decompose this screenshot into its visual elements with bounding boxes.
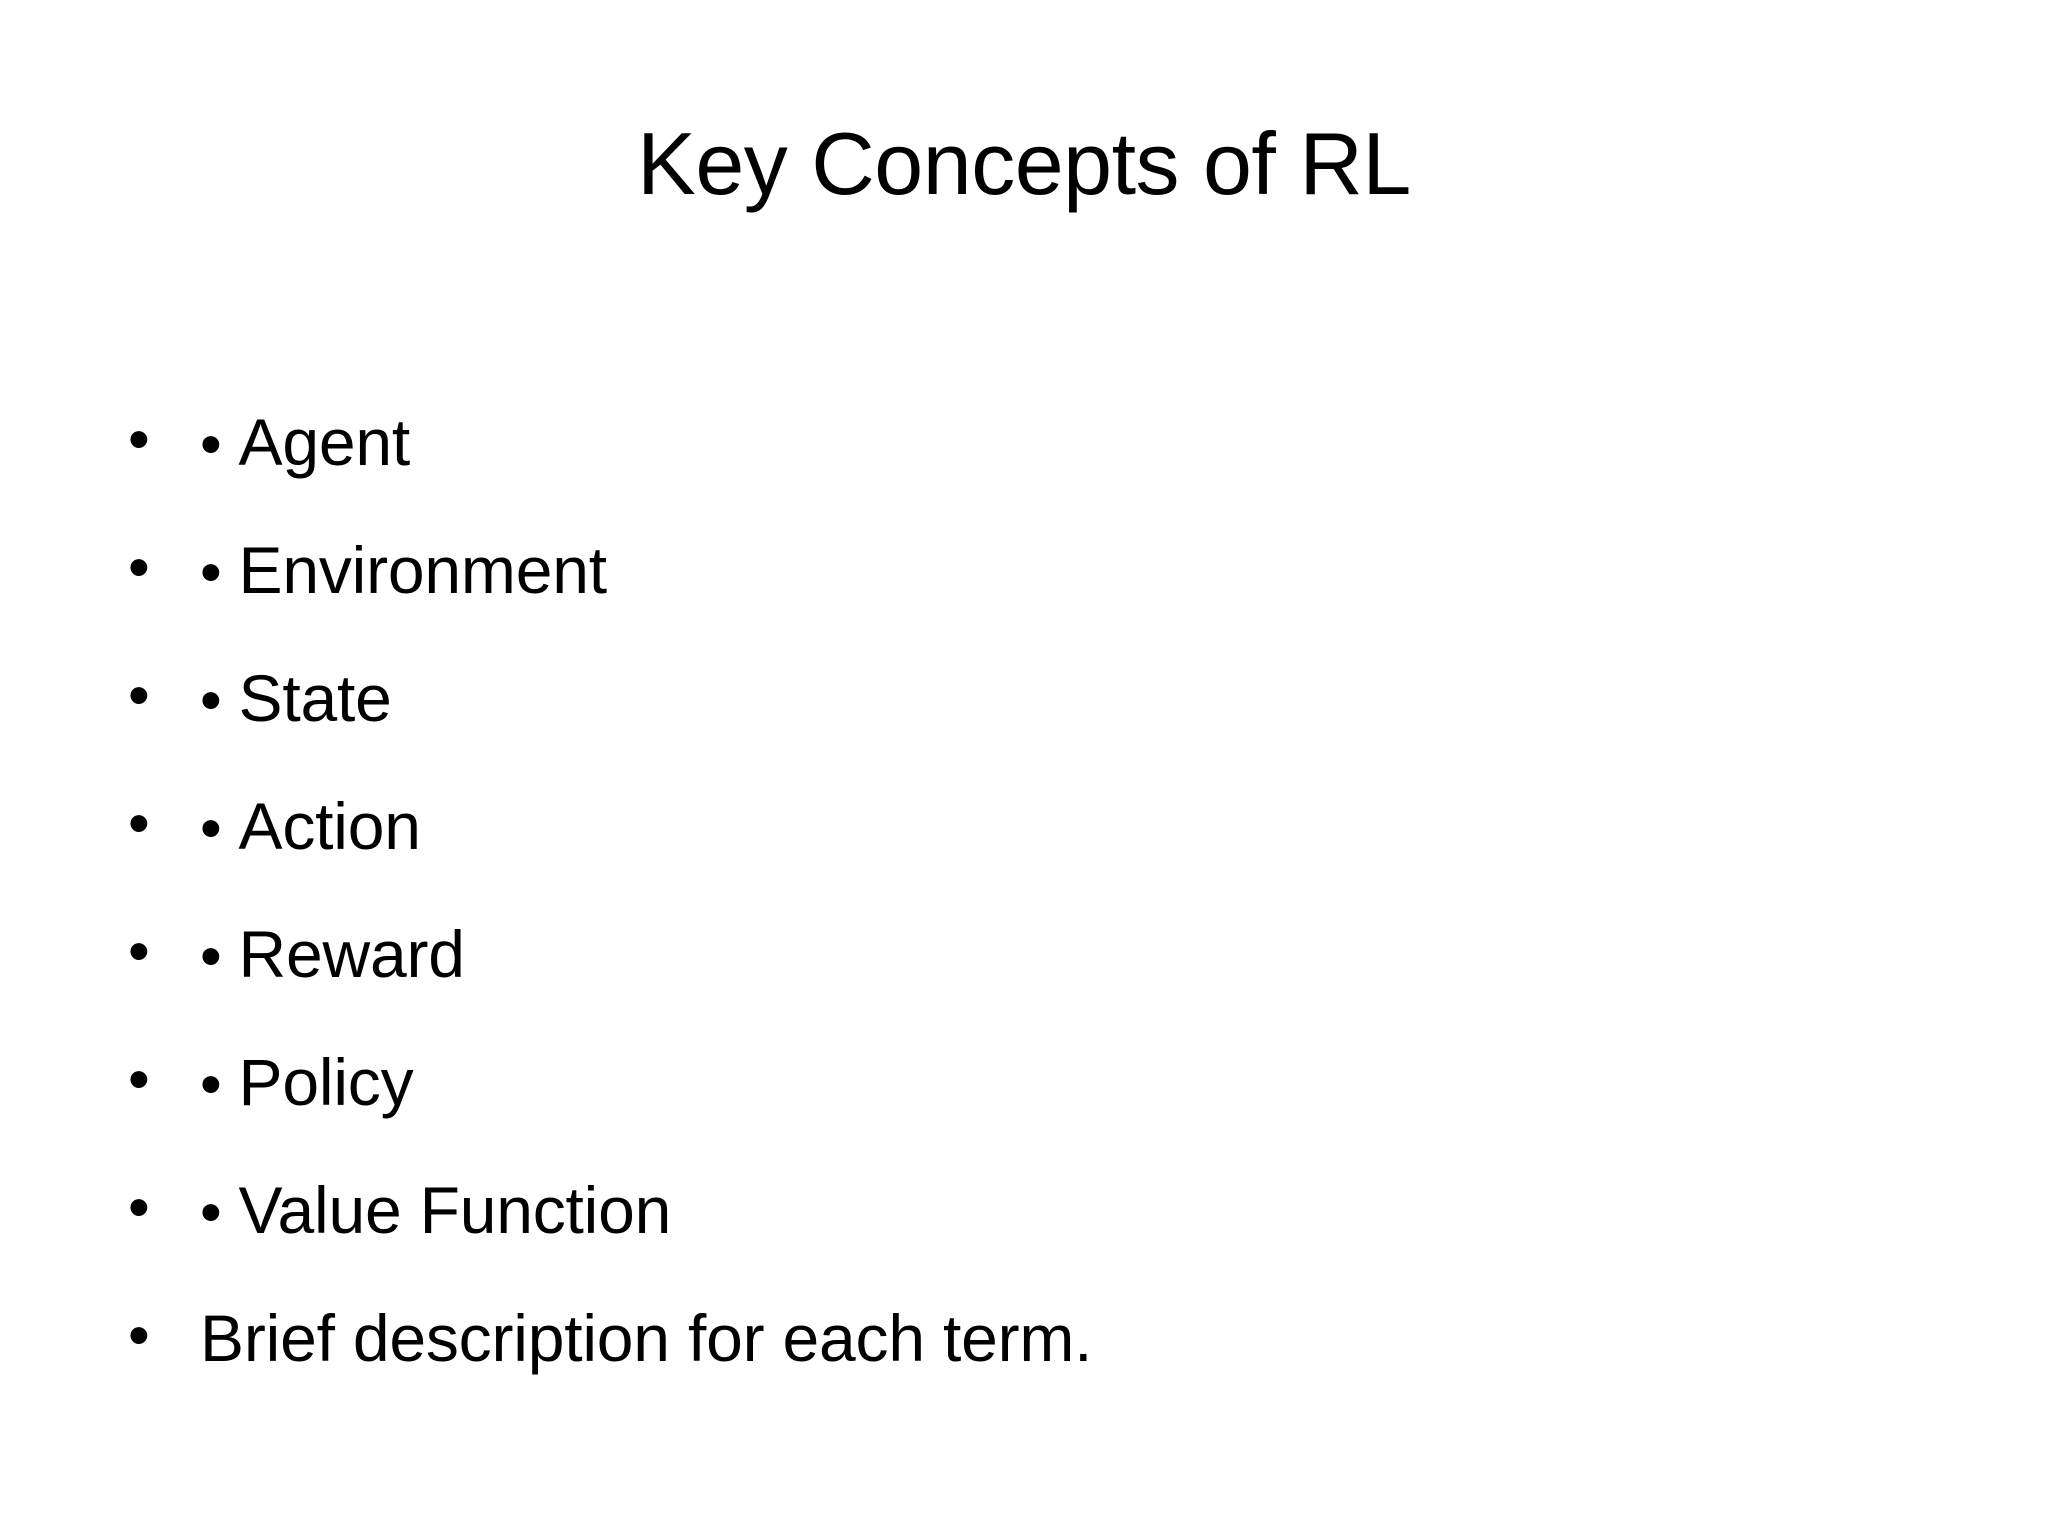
list-item[interactable]: • • Action [128,762,1928,890]
list-item[interactable]: • • Policy [128,1018,1928,1146]
list-item-text: Value Function [238,1173,672,1247]
list-item-text: State [238,661,392,735]
page-title: Key Concepts of RL [637,114,1411,213]
list-item-label: • State [200,634,1928,765]
list-item-text: Action [238,789,421,863]
list-item[interactable]: • • Environment [128,506,1928,634]
list-item-label: • Reward [200,890,1928,1021]
inline-bullet-icon: • [200,1178,239,1247]
list-item-text: Agent [238,405,411,479]
inline-bullet-icon: • [200,538,239,607]
list-item[interactable]: • • Agent [128,378,1928,506]
bullet-point-icon: • [128,1301,150,1370]
inline-bullet-icon: • [200,1050,239,1119]
bullet-point-icon: • [128,533,150,602]
list-item-label: • Environment [200,506,1928,637]
list-item-label: • Policy [200,1018,1928,1149]
list-item-label: • Value Function [200,1146,1928,1277]
list-item-text: Environment [238,533,608,607]
list-item-text: Policy [238,1045,414,1119]
list-item-label: Brief description for each term. [200,1274,1928,1405]
list-item[interactable]: • • Reward [128,890,1928,1018]
bullet-point-icon: • [128,1045,150,1114]
list-item[interactable]: • Brief description for each term. [128,1274,1928,1402]
bullet-point-icon: • [128,917,150,986]
inline-bullet-icon: • [200,410,239,479]
list-item-text: Brief description for each term. [200,1301,1093,1375]
list-item-text: Reward [238,917,465,991]
inline-bullet-icon: • [200,666,239,735]
bullet-list: • • Agent • • Environment • • State • • … [128,378,1928,1402]
list-item-label: • Action [200,762,1928,893]
bullet-point-icon: • [128,789,150,858]
list-item-label: • Agent [200,378,1928,509]
list-item[interactable]: • • Value Function [128,1146,1928,1274]
inline-bullet-icon: • [200,794,239,863]
bullet-point-icon: • [128,1173,150,1242]
bullet-point-icon: • [128,405,150,474]
bullet-point-icon: • [128,661,150,730]
list-item[interactable]: • • State [128,634,1928,762]
inline-bullet-icon: • [200,922,239,991]
